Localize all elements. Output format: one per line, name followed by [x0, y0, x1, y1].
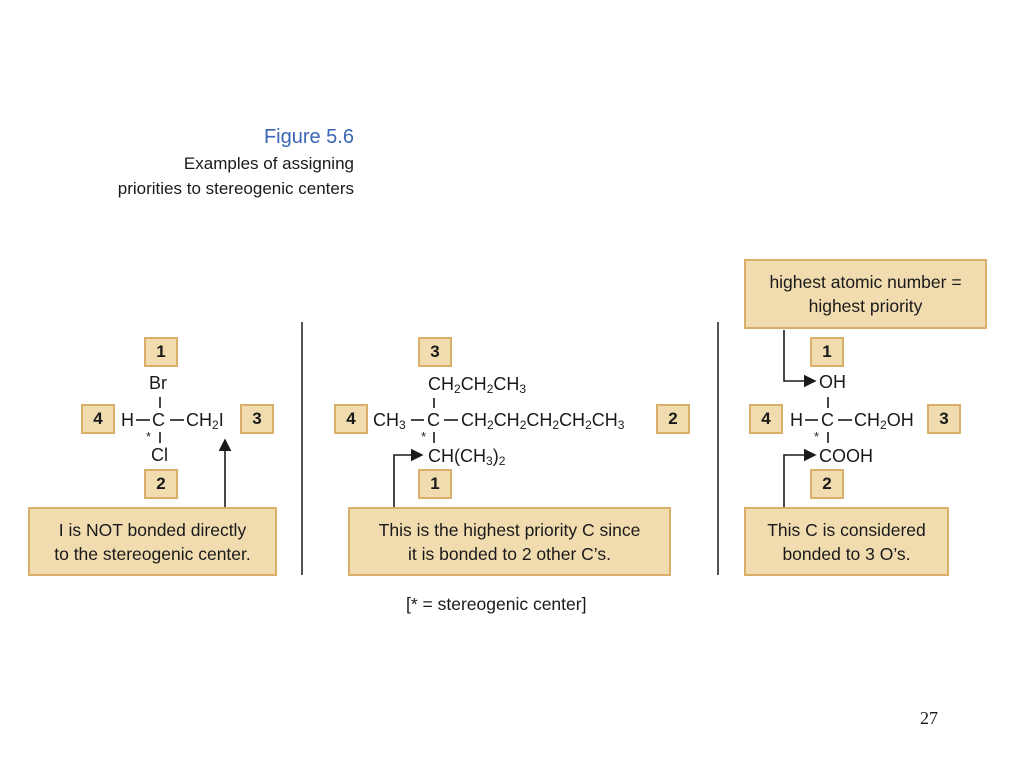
p2-bottom-group: CH(CH3)2 — [428, 446, 506, 468]
p3-left-atom: H — [790, 410, 803, 430]
stereogenic-legend: [* = stereogenic center] — [406, 594, 587, 614]
p2-priority-left: 4 — [334, 404, 368, 434]
p1-note-line1: I is NOT bonded directly — [58, 519, 247, 540]
p1-note: I is NOT bonded directly to the stereoge… — [28, 507, 277, 576]
p3-arrow-bottom — [783, 448, 817, 507]
figure-subtitle-line1: Examples of assigning — [183, 154, 354, 173]
p2-note-line1: This is the highest priority C since — [378, 519, 641, 540]
p1-priority-left: 4 — [81, 404, 115, 434]
p1-priority-bottom: 2 — [144, 469, 178, 499]
figure-subtitle-line2: priorities to stereogenic centers — [117, 179, 354, 198]
panel-divider-2 — [717, 322, 719, 575]
p3-note-line2: bonded to 3 O’s. — [782, 543, 911, 564]
p2-right-group: CH2CH2CH2CH2CH3 — [461, 410, 625, 432]
p2-center-carbon: C — [427, 410, 440, 430]
p3-right-group: CH2OH — [854, 410, 914, 432]
p2-note-line2: it is bonded to 2 other C’s. — [408, 543, 611, 564]
p1-center-carbon: C — [152, 410, 165, 430]
p1-right-group: CH2I — [186, 410, 224, 432]
p3-header-line2: highest priority — [808, 296, 923, 316]
p1-stereo-star: * — [146, 429, 152, 444]
p3-priority-left: 4 — [749, 404, 783, 434]
p3-note: This C is considered bonded to 3 O’s. — [744, 507, 949, 576]
p2-priority-bottom: 1 — [418, 469, 452, 499]
p2-left-group: CH3 — [373, 410, 406, 432]
p2-top-group: CH2CH2CH3 — [428, 374, 527, 396]
p3-note-line1: This C is considered — [767, 519, 926, 540]
panel-divider-1 — [301, 322, 303, 575]
p3-priority-right: 3 — [927, 404, 961, 434]
p1-top-atom: Br — [149, 373, 167, 393]
p1-left-atom: H — [121, 410, 134, 430]
p3-priority-bottom: 2 — [810, 469, 844, 499]
p3-header-line1: highest atomic number = — [769, 272, 962, 292]
p1-priority-top: 1 — [144, 337, 178, 367]
p2-priority-right: 2 — [656, 404, 690, 434]
p3-arrow-top — [783, 330, 817, 388]
p1-note-line2: to the stereogenic center. — [54, 543, 251, 564]
p3-bottom-group: COOH — [819, 446, 873, 466]
p2-note: This is the highest priority C since it … — [348, 507, 671, 576]
p2-arrow — [393, 448, 424, 507]
p1-priority-right: 3 — [240, 404, 274, 434]
p3-top-group: OH — [819, 372, 846, 392]
p3-center-carbon: C — [821, 410, 834, 430]
figure-title: Figure 5.6 — [263, 126, 354, 148]
p2-stereo-star: * — [421, 429, 427, 444]
p3-priority-top: 1 — [810, 337, 844, 367]
p3-header-note: highest atomic number = highest priority — [744, 259, 987, 329]
p2-priority-top: 3 — [418, 337, 452, 367]
p1-bottom-atom: Cl — [151, 445, 168, 465]
page-number: 27 — [920, 708, 938, 728]
p3-stereo-star: * — [814, 429, 820, 444]
